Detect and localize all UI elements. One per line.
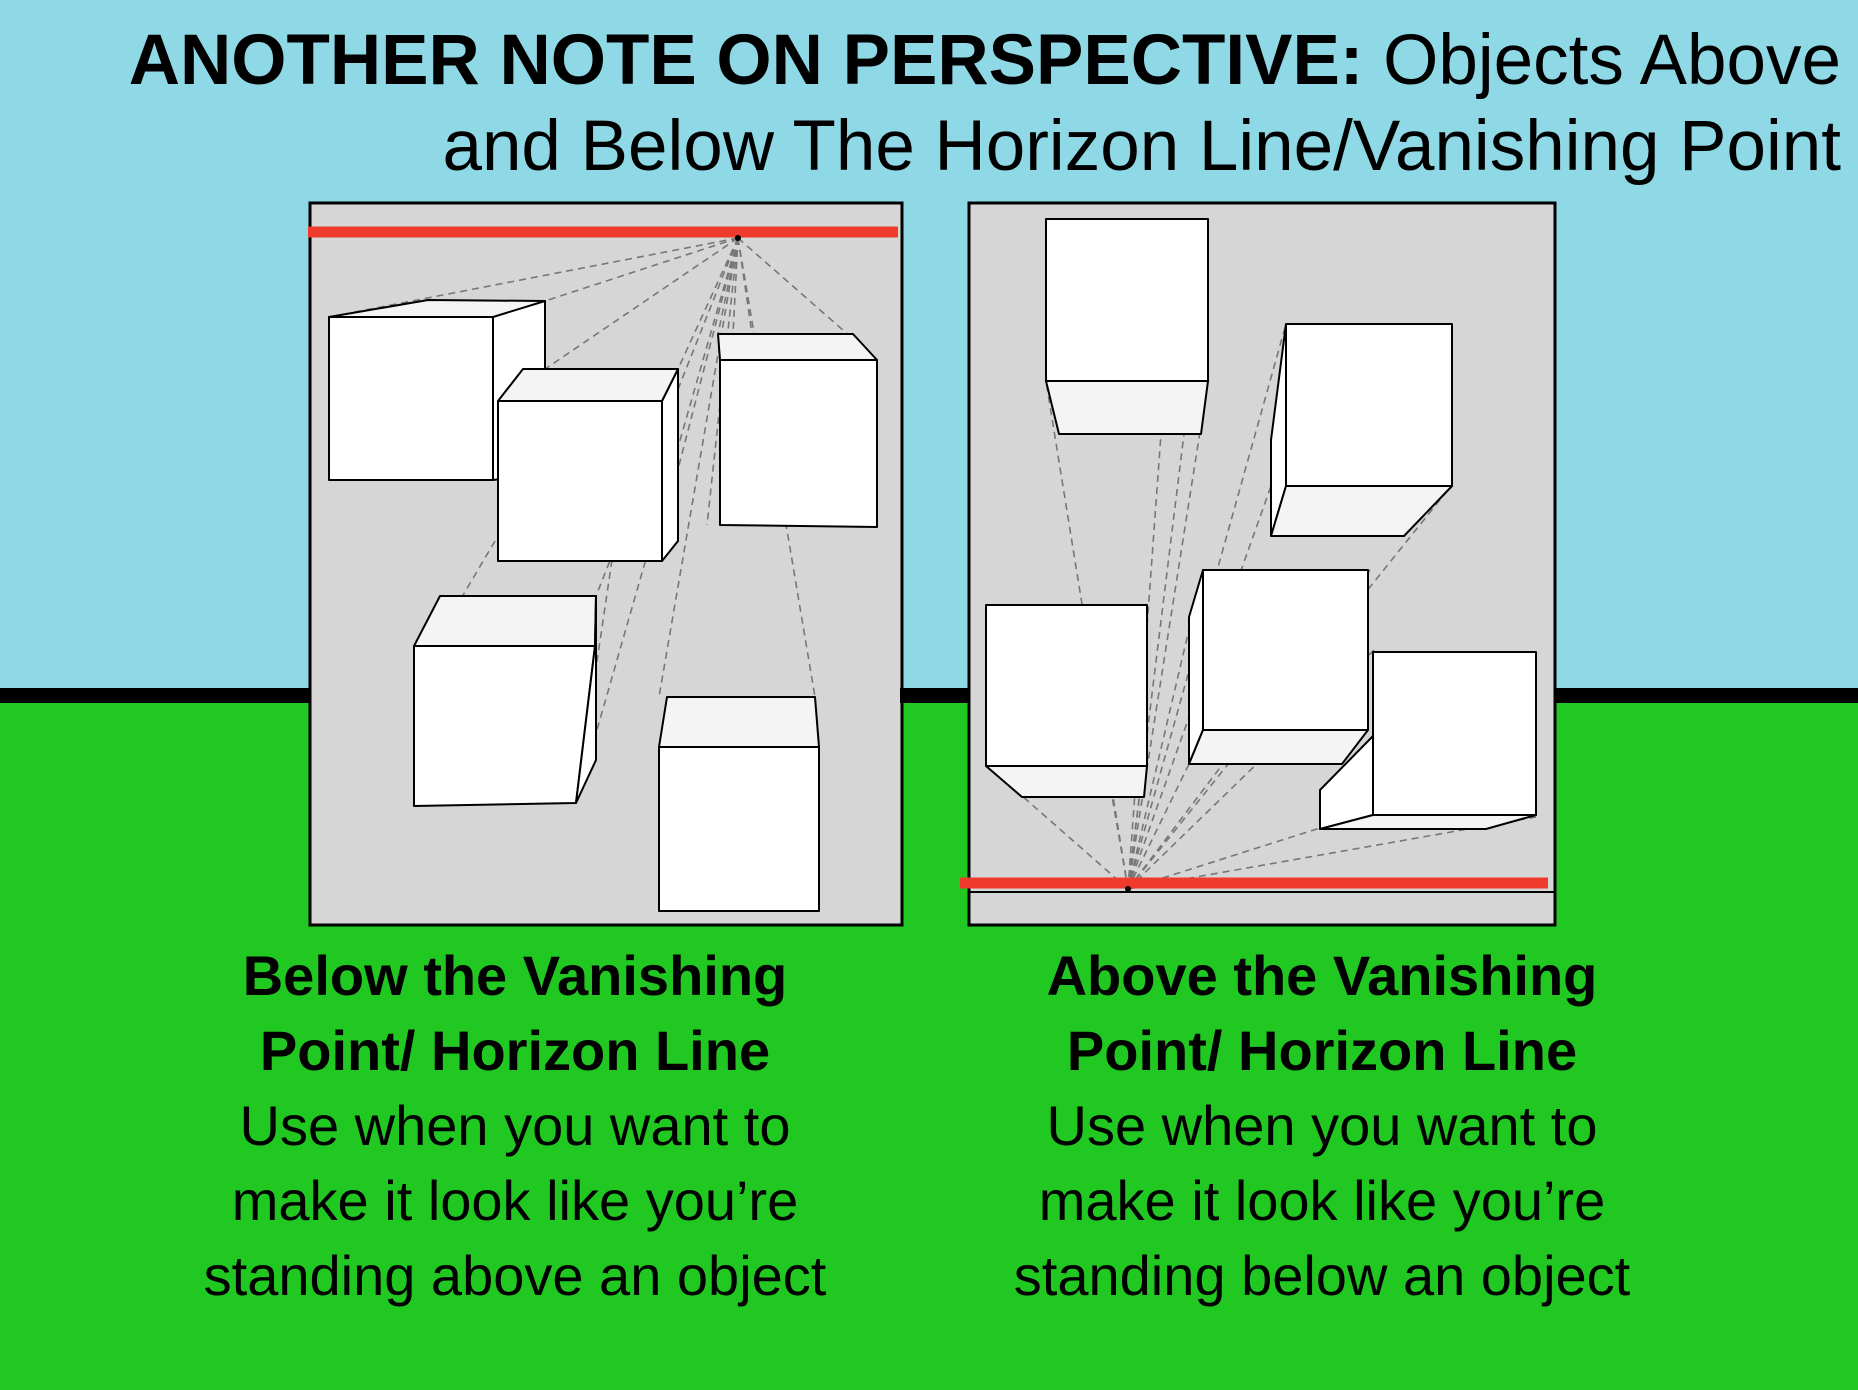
title-line2: and Below The Horizon Line/Vanishing Poi… — [442, 107, 1841, 186]
cube-right-4 — [1188, 569, 1369, 765]
caption-right-body-2: make it look like you’re — [1038, 1169, 1606, 1232]
cube-right-1 — [1045, 218, 1209, 435]
caption-left-heading-2: Point/ Horizon Line — [259, 1019, 771, 1082]
caption-right-heading-1: Above the Vanishing — [1046, 944, 1598, 1007]
cube-left-1 — [328, 299, 546, 481]
horizon-gap-segment — [900, 688, 972, 703]
caption-above-horizon: Above the Vanishing Point/ Horizon Line … — [942, 938, 1702, 1313]
cube-left-3 — [717, 333, 878, 528]
cube-left-4 — [413, 595, 597, 807]
title-rest: Objects Above — [1383, 21, 1841, 100]
caption-right-heading-2: Point/ Horizon Line — [1066, 1019, 1578, 1082]
cube-right-2 — [1270, 323, 1453, 537]
cube-right-5 — [1319, 651, 1537, 830]
cube-left-5 — [658, 696, 820, 912]
cube-left-2 — [497, 368, 679, 562]
caption-left-body-2: make it look like you’re — [231, 1169, 799, 1232]
vanishing-point-right — [1125, 886, 1131, 892]
page-title: ANOTHER NOTE ON PERSPECTIVE: Objects Abo… — [41, 18, 1841, 190]
caption-left-body-3: standing above an object — [203, 1244, 827, 1307]
caption-below-horizon: Below the Vanishing Point/ Horizon Line … — [135, 938, 895, 1313]
caption-right-body-1: Use when you want to — [1046, 1094, 1598, 1157]
caption-left-heading-1: Below the Vanishing — [242, 944, 788, 1007]
caption-left-body-1: Use when you want to — [239, 1094, 791, 1157]
panel-above-horizon — [960, 201, 1557, 927]
vanishing-point-left — [735, 235, 741, 241]
panel-below-horizon — [308, 201, 904, 927]
title-bold: ANOTHER NOTE ON PERSPECTIVE: — [128, 21, 1364, 100]
cube-group-right — [985, 218, 1537, 830]
caption-right-body-3: standing below an object — [1013, 1244, 1631, 1307]
cube-right-3 — [985, 604, 1148, 798]
cube-group-left — [328, 299, 878, 912]
